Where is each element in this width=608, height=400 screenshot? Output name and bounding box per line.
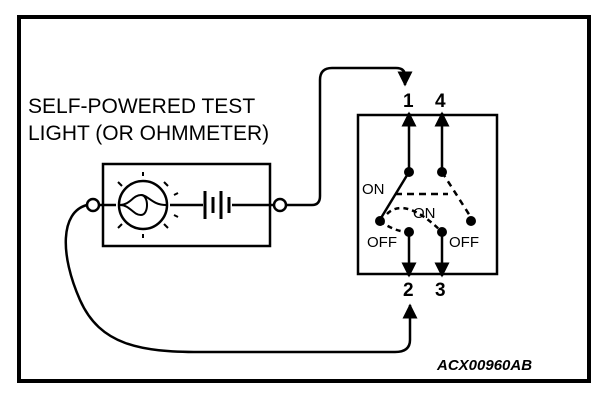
dashed-left-to-right-link <box>386 206 443 233</box>
left-on-label: ON <box>362 181 385 198</box>
title-line-1: SELF-POWERED TEST <box>28 95 255 118</box>
dashed-right-on-path <box>440 171 474 220</box>
outer-frame <box>17 15 591 383</box>
terminal-label-3: 3 <box>435 280 446 301</box>
terminal-label-2: 2 <box>403 280 414 301</box>
right-off-label: OFF <box>449 234 479 251</box>
bulb-icon <box>117 172 179 238</box>
title-line-2: LIGHT (OR OHMMETER) <box>28 122 269 145</box>
right-on-label: ON <box>413 205 436 222</box>
dashed-left-off-path <box>379 219 410 234</box>
figure-code: ACX00960AB <box>436 357 532 374</box>
left-off-label: OFF <box>367 234 397 251</box>
battery-icon <box>203 191 231 219</box>
switch-box <box>356 113 499 276</box>
terminal-label-4: 4 <box>435 91 446 112</box>
lead-to-terminal-2 <box>64 203 418 354</box>
terminal-label-1: 1 <box>403 91 414 112</box>
probe-terminal-left <box>85 197 101 213</box>
probe-terminal-right <box>272 197 288 213</box>
lead-to-terminal-1 <box>286 66 413 207</box>
left-switch <box>375 111 417 278</box>
